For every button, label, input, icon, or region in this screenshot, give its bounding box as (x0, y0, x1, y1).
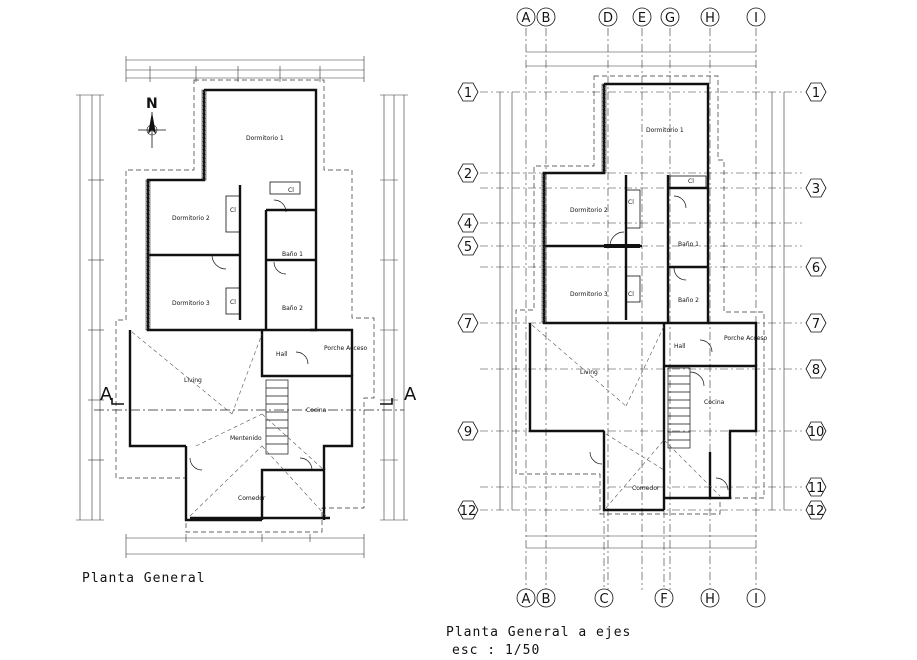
axis-label-right: 8 (812, 363, 820, 378)
room-label: Porche Acceso (324, 345, 368, 352)
room-label: Mentenido (230, 435, 262, 442)
room-label: Cl (288, 187, 294, 194)
right-roof-outline (515, 75, 765, 515)
axis-label-right: 6 (812, 261, 820, 276)
room-label: Dormitorio 1 (246, 135, 284, 142)
room-label: Dormitorio 2 (570, 207, 608, 214)
axis-label-left: 5 (464, 240, 472, 255)
right-doors (589, 195, 729, 491)
left-floor-plan: A A N Dormitorio 1 Cl Dormitorio 2 Cl Ba… (76, 56, 417, 586)
axis-label-right: 11 (808, 481, 825, 496)
axis-bubbles-left (457, 82, 479, 520)
axis-label-left: 12 (460, 504, 477, 519)
axis-bubbles-top (516, 7, 766, 27)
axis-label-left: 4 (464, 217, 472, 232)
axis-label-left: 7 (464, 317, 472, 332)
right-staircase (667, 367, 691, 449)
room-label: Dormitorio 3 (570, 291, 608, 298)
axis-label-top: E (638, 11, 646, 26)
axis-label-bottom: I (754, 592, 758, 607)
axis-label-left: 9 (464, 425, 472, 440)
right-walls (528, 82, 758, 512)
room-label: Comedor (238, 495, 266, 502)
left-doors (189, 199, 313, 471)
left-roof-outline (115, 79, 375, 533)
right-room-labels: Dormitorio 1 Cl Dormitorio 2 Cl Baño 1 D… (570, 127, 768, 492)
section-label-right: A (404, 384, 417, 405)
room-label: Porche Acceso (724, 335, 768, 342)
left-dimension-ticks (76, 56, 408, 558)
left-dimension-lines (79, 59, 405, 555)
axis-bubbles-right (805, 82, 827, 520)
room-label: Living (184, 377, 202, 384)
right-diagonal-lines (531, 324, 721, 509)
right-closets (625, 175, 707, 303)
axis-label-right: 1 (812, 86, 820, 101)
room-label: Comedor (632, 485, 660, 492)
room-label: Baño 2 (282, 305, 303, 312)
left-room-labels: Dormitorio 1 Cl Dormitorio 2 Cl Baño 1 D… (172, 135, 368, 502)
room-label: Baño 1 (282, 251, 303, 258)
room-label: Cl (628, 291, 634, 298)
left-section-line: A A (94, 384, 417, 411)
axis-label-bottom: B (542, 592, 551, 607)
axis-label-top: H (705, 11, 715, 26)
axis-label-right: 12 (808, 504, 825, 519)
room-label: Cocina (704, 399, 725, 406)
north-arrow: N (138, 96, 166, 148)
axis-label-bottom: A (522, 592, 531, 607)
left-closets (225, 181, 301, 315)
left-walls (128, 88, 354, 522)
room-label: Living (580, 369, 598, 376)
axis-label-right: 10 (808, 425, 825, 440)
room-label: Dormitorio 3 (172, 300, 210, 307)
room-label: Baño 2 (678, 297, 699, 304)
axis-label-bottom: H (705, 592, 715, 607)
room-label: Cl (628, 199, 634, 206)
section-label-left: A (100, 384, 113, 405)
axis-label-bottom: F (660, 592, 667, 607)
room-label: Baño 1 (678, 241, 699, 248)
axis-label-top: I (754, 11, 758, 26)
axis-label-right: 3 (812, 182, 820, 197)
axis-bubbles-bottom (516, 588, 766, 608)
axis-label-top: A (522, 11, 531, 26)
left-diagonal-lines (131, 331, 327, 517)
room-label: Dormitorio 1 (646, 127, 684, 134)
north-label: N (146, 96, 158, 112)
axis-label-top: D (603, 11, 613, 26)
axis-label-bottom: C (599, 592, 608, 607)
room-label: Dormitorio 2 (172, 215, 210, 222)
axis-label-left: 2 (464, 167, 472, 182)
room-label: Cocina (306, 407, 327, 414)
room-label: Cl (688, 178, 694, 185)
axis-label-top: G (665, 11, 675, 26)
right-plan-title: Planta General a ejes (446, 625, 631, 640)
axis-label-left: 1 (464, 86, 472, 101)
right-dimension-lines (499, 51, 785, 549)
axis-label-top: B (542, 11, 551, 26)
right-plan-scale: esc : 1/50 (452, 643, 540, 658)
axis-label-right: 7 (812, 317, 820, 332)
room-label: Cl (230, 207, 236, 214)
room-label: Hall (276, 351, 288, 358)
left-staircase (265, 379, 289, 455)
right-floor-plan: Dormitorio 1 Cl Dormitorio 2 Cl Baño 1 D… (446, 7, 827, 658)
room-label: Hall (674, 343, 686, 350)
room-label: Cl (230, 299, 236, 306)
axis-grid-lines (480, 28, 802, 590)
left-plan-title: Planta General (82, 571, 206, 586)
